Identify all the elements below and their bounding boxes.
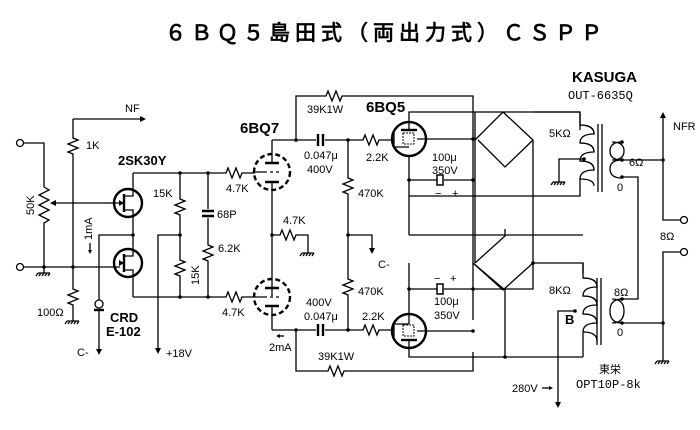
label-15k-bot: 15K — [190, 265, 202, 285]
resistor-4-7k-grid-top — [220, 166, 255, 180]
label-50k: 50K — [25, 195, 37, 215]
label-8-ohm-out: 8Ω — [660, 231, 674, 243]
label-6-2k: 6.2K — [218, 243, 241, 255]
input-terminal-ground[interactable] — [15, 262, 25, 272]
transformer-touei — [555, 263, 625, 408]
label-ecap-top-volt: 350V — [432, 165, 458, 177]
label-ecap-bot-minus: − — [434, 273, 440, 285]
resistor-4-7k-grid-bot — [220, 290, 255, 304]
label-1ma: 1mA — [83, 217, 95, 240]
label-100ohm: 100Ω — [37, 307, 64, 319]
label-39k-bot: 39K1W — [318, 351, 355, 363]
nf-arrow-icon — [140, 116, 146, 122]
label-c-bot-volt: 400V — [306, 297, 332, 309]
label-kasuga-model: OUT-6635Q — [568, 89, 633, 103]
label-39k-top: 39K1W — [307, 104, 344, 116]
resistor-470k-top — [341, 140, 355, 235]
label-1k: 1K — [86, 140, 100, 152]
label-kasuga: KASUGA — [572, 69, 637, 86]
label-ecap-top-val: 100μ — [432, 152, 457, 164]
label-c-bot-val: 0.047μ — [304, 311, 338, 323]
resistor-4-7k-cathode — [272, 228, 309, 253]
label-c-minus-left: C- — [77, 347, 89, 359]
label-6bq7: 6BQ7 — [240, 120, 279, 137]
label-nf: NF — [125, 103, 140, 115]
resistor-15k-top — [173, 173, 187, 235]
label-68p: 68P — [217, 209, 237, 221]
ground-symbol — [35, 272, 51, 277]
ecap-100u-top — [436, 174, 444, 186]
label-15k-top: 15K — [153, 188, 173, 200]
label-ecap-bot-plus: + — [450, 273, 456, 285]
label-zero-bot: 0 — [617, 327, 623, 339]
label-c-top-volt: 400V — [307, 164, 333, 176]
fet-2sk30y-upper — [108, 173, 144, 235]
label-b-tap: B — [565, 312, 574, 327]
label-2ma: 2mA — [269, 342, 292, 354]
crd-e102 — [94, 299, 104, 355]
label-plus18v: +18V — [166, 348, 193, 360]
pot-50k — [37, 186, 51, 228]
fet-2sk30y-lower — [73, 235, 144, 297]
input-terminal-hot[interactable] — [15, 138, 25, 148]
label-4-7k-mid: 4.7K — [283, 215, 306, 227]
nf-network: NF 1K 100Ω — [37, 103, 146, 325]
label-touei: 東栄 — [599, 362, 621, 376]
label-c-top-val: 0.047μ — [304, 150, 338, 162]
resistor-1k — [66, 119, 80, 267]
label-zero-top: 0 — [617, 182, 623, 194]
label-2-2k-top: 2.2K — [366, 152, 389, 164]
label-touei-model: OPT10P-8k — [576, 378, 641, 392]
capacitor-0-047-bot — [316, 324, 325, 336]
label-c-minus-mid: C- — [378, 259, 390, 271]
output-terminal-hot[interactable] — [679, 215, 689, 225]
tube-6bq7-upper — [252, 140, 292, 296]
capacitor-68p — [202, 209, 214, 218]
input-terminals: 50K — [15, 138, 108, 277]
capacitor-0-047-top — [316, 134, 325, 146]
resistor-100ohm — [66, 267, 80, 321]
label-2sk30y: 2SK30Y — [118, 153, 167, 168]
tube-6bq5-lower — [388, 263, 583, 358]
label-ecap-top-minus: − — [435, 188, 441, 200]
resistor-15k-bot — [173, 235, 187, 297]
label-4-7k-top: 4.7K — [226, 183, 249, 195]
label-2-2k-bot: 2.2K — [362, 311, 385, 323]
label-6bq5: 6BQ5 — [366, 99, 405, 116]
label-5k-ohm: 5KΩ — [549, 128, 571, 140]
label-8-ohm: 8Ω — [614, 287, 628, 299]
label-crd-part: E-102 — [106, 324, 141, 339]
resistor-470k-bot — [341, 235, 355, 330]
label-470k-bot: 470K — [358, 286, 384, 298]
label-6-ohm: 6Ω — [629, 157, 643, 169]
label-280v: 280V — [512, 383, 538, 395]
label-4-7k-bot: 4.7K — [222, 307, 245, 319]
tube-6bq7-lower — [252, 277, 292, 330]
pot-wiper-arrow — [50, 200, 56, 206]
schematic-title: ６ＢＱ５島田式（両出力式）ＣＳＰＰ — [165, 21, 607, 45]
label-ecap-bot-volt: 350V — [434, 310, 460, 322]
tube-6bq5-upper — [388, 111, 581, 235]
label-ecap-bot-val: 100μ — [434, 296, 459, 308]
ecap-100u-bot — [436, 283, 444, 295]
label-nfr: NFR — [673, 121, 696, 133]
nfr-arrow-icon — [660, 112, 666, 118]
label-8k-ohm: 8KΩ — [549, 285, 571, 297]
label-ecap-top-plus: + — [452, 188, 458, 200]
output-terminal-return[interactable] — [679, 247, 689, 257]
b-plus-arrow-icon — [555, 402, 561, 408]
label-470k-top: 470K — [358, 188, 384, 200]
label-crd: CRD — [110, 310, 138, 325]
